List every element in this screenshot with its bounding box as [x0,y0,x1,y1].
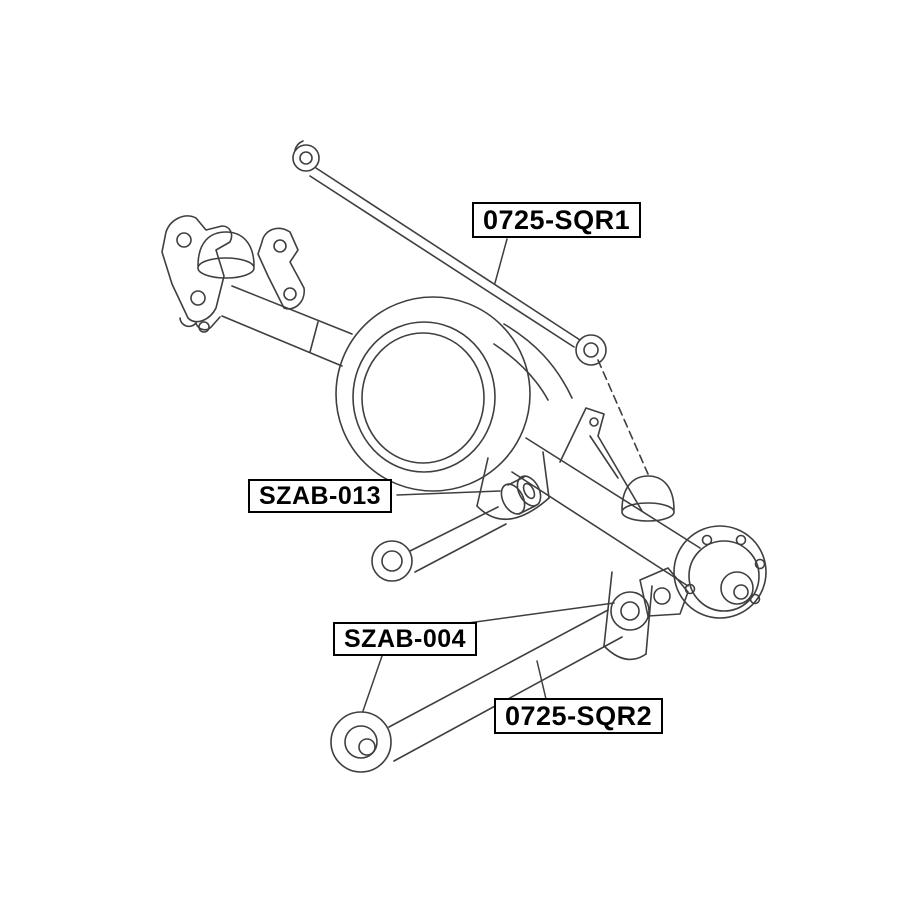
leader-szab-013 [396,490,501,496]
leader-szab-004-upper [467,602,615,624]
leader-0725-sqr2 [536,660,547,700]
hub-flange [673,525,767,619]
lower-arm-bushing-rear [610,591,650,631]
part-label-szab-004: SZAB-004 [333,622,478,657]
leader-szab-004-lower [362,655,383,712]
upper-control-arm [371,451,550,582]
leader-lines [362,238,615,712]
lateral-rod-body [309,167,581,348]
lateral-rod-bracket [559,407,643,512]
trailing-arm-mount-bracket [603,571,653,661]
shock-mount-bracket [639,567,689,617]
part-label-szab-013: SZAB-013 [248,479,393,514]
upper-arm-bushing [500,475,542,515]
spring-hanger-bracket-left [161,215,233,333]
lateral-rod [292,140,607,366]
differential-housing [335,296,573,492]
leader-0725-sqr1 [494,238,508,284]
axle-housing [161,215,767,661]
upper-arm-body [409,506,507,573]
axle-tube-left [221,285,353,367]
lateral-rod-eye-upper [292,140,320,172]
shackle-bracket [257,227,305,310]
part-label-0725-sqr1: 0725-SQR1 [472,202,642,239]
lateral-rod-eye-lower [575,334,607,366]
spring-seat-dome-right [621,475,675,522]
lower-arm-eye-front [330,711,392,773]
upper-arm-bracket [476,451,550,520]
bump-stop-dome-left [197,231,255,279]
part-label-0725-sqr2: 0725-SQR2 [494,698,664,735]
upper-arm-eye [371,540,413,582]
lower-trailing-arm [330,591,650,773]
axle-tube-right [511,437,701,587]
bolt-axis-line [597,359,649,475]
